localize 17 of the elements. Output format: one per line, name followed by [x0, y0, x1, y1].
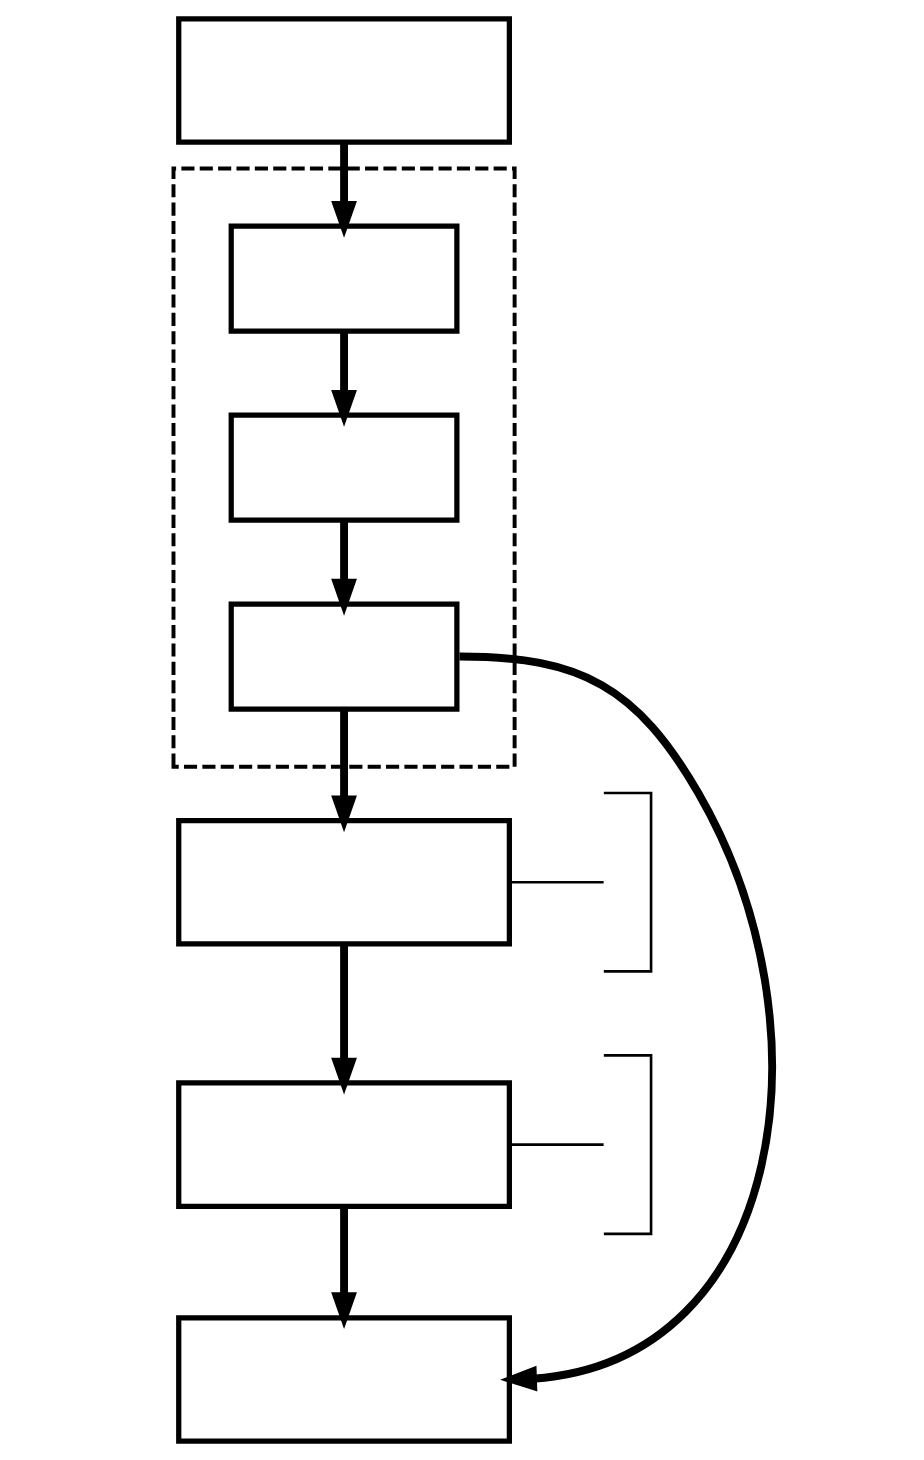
node-box [175, 817, 512, 947]
arrow [330, 520, 357, 616]
connector [509, 880, 604, 884]
cluster [171, 166, 517, 769]
node-box [228, 601, 459, 712]
arrow [330, 1206, 357, 1329]
connector [509, 1143, 604, 1146]
arrow [330, 709, 357, 833]
node-box [175, 1080, 512, 1209]
arrow [330, 944, 357, 1095]
arrow [458, 652, 775, 1392]
node-box [228, 223, 459, 334]
arrow [330, 331, 357, 427]
node-box [228, 412, 459, 523]
arrow [330, 143, 357, 238]
node-box [175, 1315, 512, 1444]
node-box [175, 16, 512, 145]
